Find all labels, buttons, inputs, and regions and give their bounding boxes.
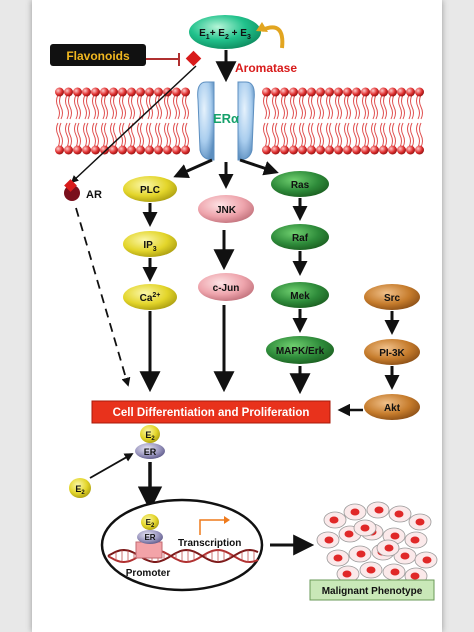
akt-node: Akt [364,394,420,420]
nuclear-er-e2: E2 ER [137,514,163,544]
c-jun-node: c-Jun [198,273,254,301]
malignant-phenotype-label: Malignant Phenotype [322,586,423,597]
promoter-label: Promoter [126,568,171,579]
svg-text:Mek: Mek [290,291,310,302]
ip3-node: IP3 [123,231,177,257]
mek-node: Mek [271,282,329,308]
calcium-node: Ca2+ [123,284,177,310]
aromatase-label: Aromatase [235,61,297,75]
outcome-label: Cell Differentiation and Proliferation [113,407,310,419]
e2-to-er-arrow [89,453,134,479]
lipid-bilayer [55,87,424,155]
jnk-node: JNK [198,195,254,223]
promoter-box [135,541,163,559]
svg-text:Ca2+: Ca2+ [140,292,161,304]
src-node: Src [364,284,420,310]
plc-node: PLC [123,176,177,202]
receptor-label: ERα [213,111,239,126]
receptor-to-ras-arrow [239,158,279,176]
svg-text:Raf: Raf [292,233,309,244]
free-e2-node: E2 [69,478,91,498]
malignant-phenotype-box [309,579,435,601]
aromatase-diamond [185,50,202,67]
svg-text:PLC: PLC [140,185,160,196]
transcription-label: Transcription [178,538,241,549]
malignant-cell-cluster [316,501,438,585]
pi3k-node: PI-3K [364,339,420,365]
receptor-to-plc-arrow [173,158,213,178]
svg-text:ER: ER [144,533,155,542]
svg-text:E2: E2 [145,430,155,442]
flavonoids-box [50,44,146,66]
svg-text:Src: Src [384,293,401,304]
ar-dashed-arrow [75,207,131,387]
ras-node: Ras [271,171,329,197]
aromatase-to-ar-arrow [70,65,197,184]
outcome-banner [91,400,331,424]
dna-strand [107,548,259,564]
er-alpha-receptor: ERα [197,81,255,161]
svg-text:MAPK/Erk: MAPK/Erk [276,346,325,357]
svg-text:IP3: IP3 [143,240,156,253]
svg-text:PI-3K: PI-3K [379,348,405,359]
er-e2-complex: E2 ER [135,425,165,459]
estrogens-label: E1+ E2 + E3 [199,28,251,41]
svg-text:E2: E2 [75,484,85,496]
raf-node: Raf [271,224,329,250]
mapk-erk-node: MAPK/Erk [266,336,334,364]
svg-text:JNK: JNK [216,205,237,216]
estrogens-node: E1+ E2 + E3 [189,15,261,49]
svg-text:c-Jun: c-Jun [213,283,240,294]
transcription-start-arrow [199,519,226,535]
ar-label: AR [86,189,102,201]
svg-text:Ras: Ras [291,180,310,191]
svg-text:E2: E2 [146,518,155,529]
svg-text:ER: ER [144,447,157,457]
svg-text:Akt: Akt [384,403,401,414]
flavonoids-label: Flavonoids [66,49,130,63]
